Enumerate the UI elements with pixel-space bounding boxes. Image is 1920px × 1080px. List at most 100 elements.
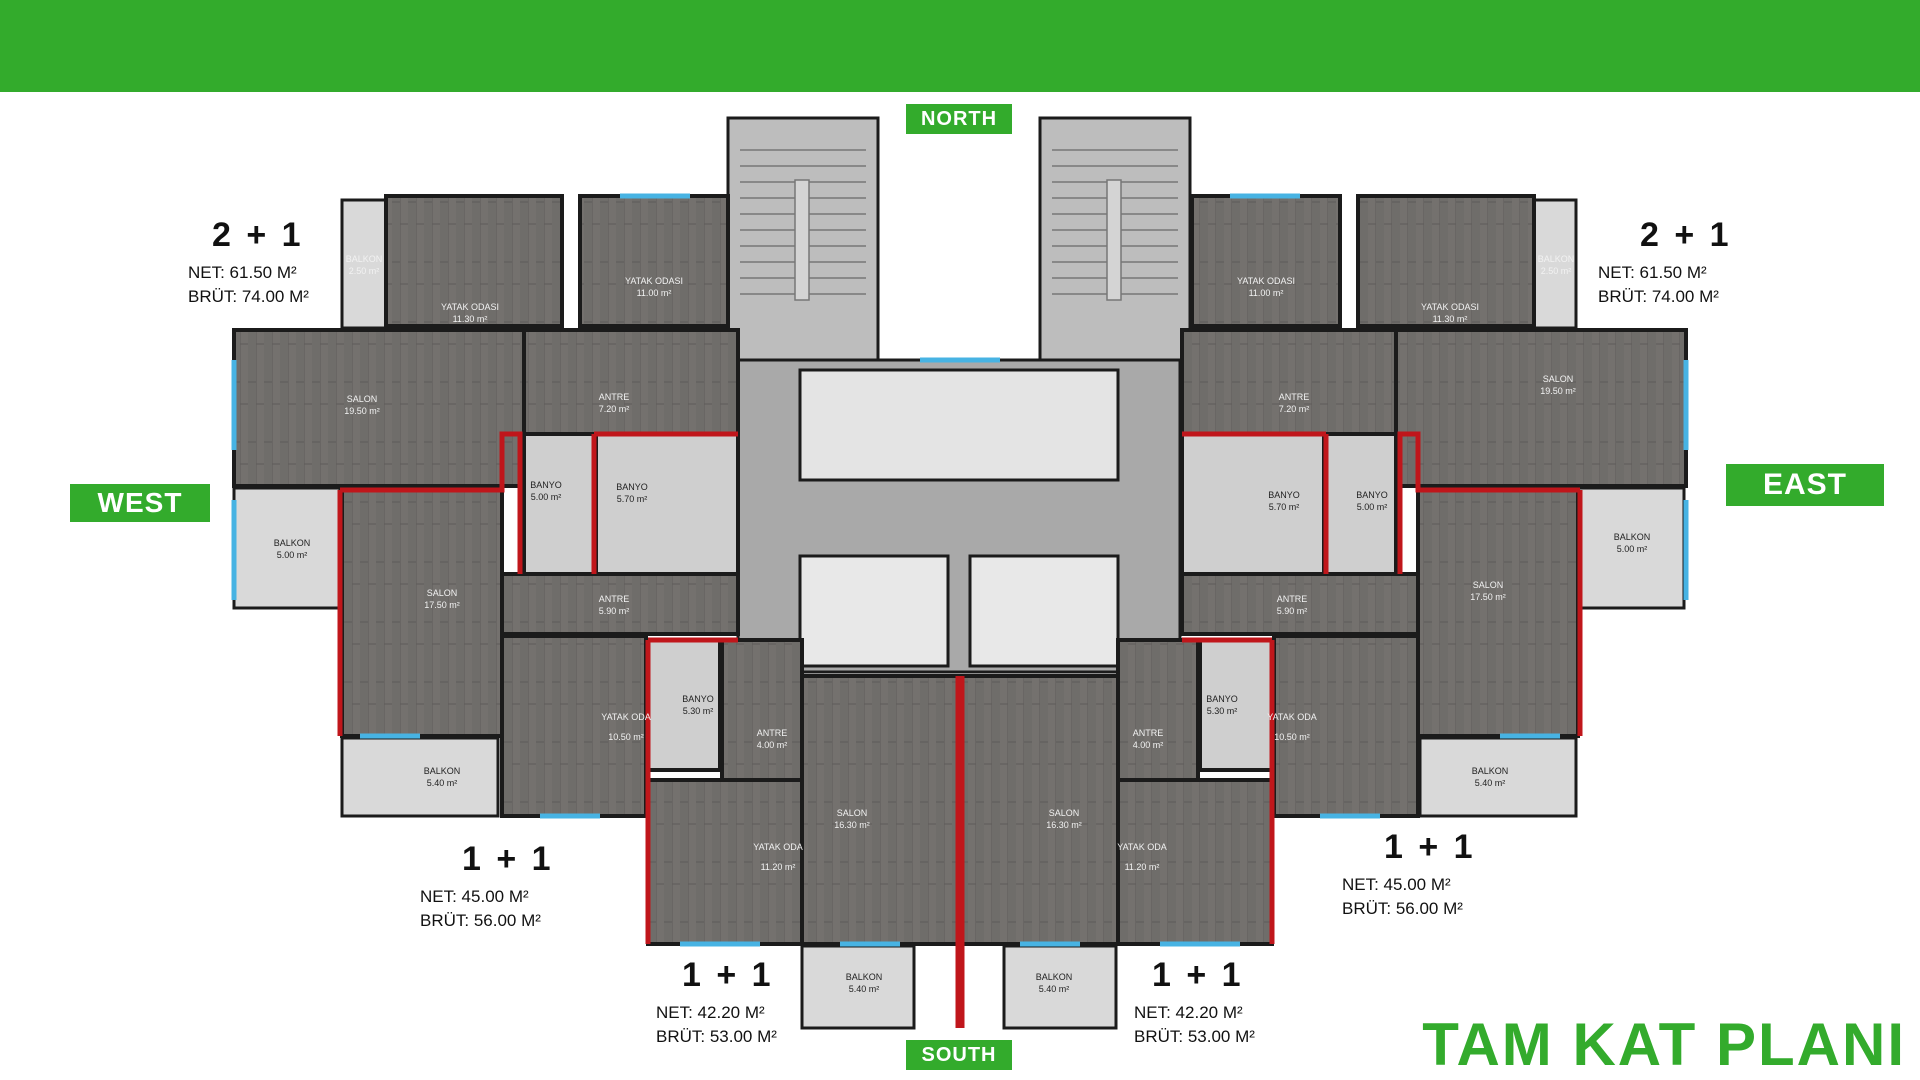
room-nw-banyo2 (594, 432, 740, 576)
room-label: ANTRE (599, 594, 630, 604)
balcony-sw (800, 944, 916, 1030)
balcony-nw-small (340, 198, 388, 330)
room-area: 5.40 m² (1039, 984, 1070, 994)
top-banner (0, 0, 1920, 92)
unit-brut: BRÜT: 74.00 M² (188, 287, 309, 306)
room-label: BALKON (1538, 254, 1575, 264)
room-label: BANYO (682, 694, 714, 704)
room-w-banyo (646, 638, 722, 772)
room-label: BALKON (1036, 972, 1073, 982)
room-area: 5.40 m² (427, 778, 458, 788)
unit-type: 1 + 1 (682, 956, 774, 994)
room-label: SALON (427, 588, 458, 598)
unit-info-w: 1 + 1 NET: 45.00 M² BRÜT: 56.00 M² (420, 840, 554, 933)
room-label: ANTRE (1133, 728, 1164, 738)
stairs (740, 149, 1178, 301)
east-label: EAST (1726, 464, 1884, 506)
room-label: BANYO (1268, 490, 1300, 500)
room-nw-bedroom2 (578, 194, 730, 328)
core (726, 116, 1192, 674)
south-label: SOUTH (906, 1040, 1012, 1070)
room-label: BANYO (1356, 490, 1388, 500)
room-area: 19.50 m² (1540, 386, 1576, 396)
unit-brut: BRÜT: 53.00 M² (656, 1027, 777, 1046)
room-area: 11.30 m² (1433, 314, 1468, 324)
room-area: 4.00 m² (1133, 740, 1164, 750)
unit-brut: BRÜT: 74.00 M² (1598, 287, 1719, 306)
room-label: YATAK ODASI (1237, 276, 1295, 286)
room-label: BALKON (846, 972, 883, 982)
room-area: 5.00 m² (1357, 502, 1388, 512)
room-w-antre (500, 572, 740, 636)
room-area: 11.30 m² (453, 314, 488, 324)
room-area: 19.50 m² (344, 406, 380, 416)
room-label: SALON (347, 394, 378, 404)
room-area: 10.50 m² (1274, 732, 1310, 742)
unit-type: 2 + 1 (212, 216, 304, 254)
room-label: SALON (1049, 808, 1080, 818)
room-area: 11.20 m² (1125, 862, 1160, 872)
room-area: 5.00 m² (531, 492, 562, 502)
room-area: 4.00 m² (757, 740, 788, 750)
room-label: YATAK ODA (1267, 712, 1317, 722)
room-area: 5.40 m² (849, 984, 880, 994)
unit-net: NET: 45.00 M² (420, 887, 529, 906)
unit-info-se: 1 + 1 NET: 42.20 M² BRÜT: 53.00 M² (1134, 956, 1255, 1049)
room-area: 5.30 m² (1207, 706, 1238, 716)
balconies (232, 198, 1686, 1030)
unit-type: 1 + 1 (1384, 828, 1476, 866)
room-area: 5.30 m² (683, 706, 714, 716)
room-label: ANTRE (1279, 392, 1310, 402)
room-label: YATAK ODASI (625, 276, 683, 286)
room-w-salon (340, 488, 504, 738)
room-area: 16.30 m² (834, 820, 870, 830)
unit-net: NET: 42.20 M² (1134, 1003, 1243, 1022)
room-label: BANYO (1206, 694, 1238, 704)
north-label: NORTH (906, 104, 1012, 134)
room-label: SALON (837, 808, 868, 818)
room-area: 5.40 m² (1475, 778, 1506, 788)
room-area: 5.00 m² (1617, 544, 1648, 554)
balcony-e-bottom (1418, 736, 1578, 818)
room-area: 7.20 m² (1279, 404, 1310, 414)
room-area: 11.20 m² (761, 862, 796, 872)
room-label: BALKON (274, 538, 311, 548)
west-label: WEST (70, 484, 210, 522)
unit-brut: BRÜT: 56.00 M² (420, 911, 541, 930)
unit-type: 2 + 1 (1640, 216, 1732, 254)
room-label: BANYO (530, 480, 562, 490)
balcony-ne-small (1530, 198, 1578, 330)
room-label: SALON (1473, 580, 1504, 590)
room-area: 5.70 m² (617, 494, 648, 504)
east-apartments (960, 194, 1688, 946)
unit-info-e: 1 + 1 NET: 45.00 M² BRÜT: 56.00 M² (1342, 828, 1476, 921)
unit-type: 1 + 1 (462, 840, 554, 878)
